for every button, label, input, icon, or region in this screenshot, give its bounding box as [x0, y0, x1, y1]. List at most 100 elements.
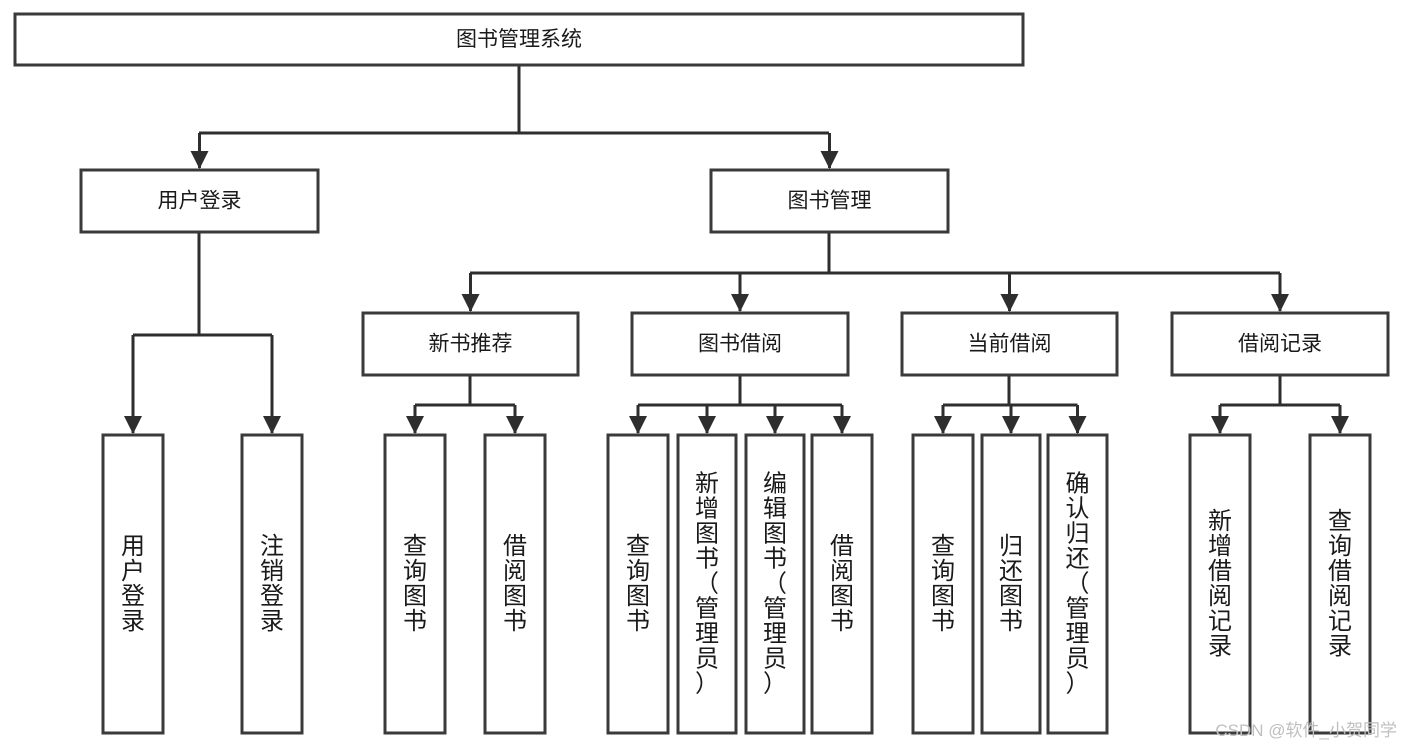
- arrow-head-icon: [1271, 294, 1289, 312]
- node-leaf-0[interactable]: 用户登录用户登录: [101, 433, 165, 735]
- node-l2-0[interactable]: 用户登录: [79, 168, 320, 234]
- node-label: 图书借阅: [698, 333, 782, 356]
- node-box: [980, 433, 1042, 735]
- node-box: [13, 12, 1025, 67]
- node-leaf-4[interactable]: 查询图书查询图书: [606, 433, 670, 735]
- node-box: [900, 311, 1119, 377]
- node-l3-0[interactable]: 新书推荐: [361, 311, 580, 377]
- node-label-char: 还: [1066, 546, 1090, 573]
- node-label-char: 登: [260, 583, 284, 610]
- node-label-char: 用: [121, 533, 145, 560]
- node-label-char: 借: [503, 533, 527, 560]
- node-label-char: 查: [626, 533, 650, 560]
- node-l3-1[interactable]: 图书借阅: [630, 311, 850, 377]
- node-label-char: 录: [1208, 633, 1232, 660]
- node-label-char: 记: [1208, 608, 1232, 635]
- node-label-char: 录: [1328, 633, 1352, 660]
- node-label-char: 图: [695, 521, 719, 548]
- node-label-char: 认: [1066, 496, 1090, 523]
- arrow-head-icon: [263, 416, 281, 434]
- node-leaf-7[interactable]: 借阅图书借阅图书: [810, 433, 874, 735]
- watermark-label: CSDN @软件_小贺同学: [1215, 721, 1397, 740]
- connector-layer: [124, 65, 1349, 434]
- node-label-char: 户: [121, 558, 145, 585]
- node-label-char: 阅: [503, 558, 527, 585]
- node-label-char: 书: [830, 608, 854, 635]
- node-label-char: 图: [830, 583, 854, 610]
- node-box: [911, 433, 975, 735]
- arrow-head-icon: [506, 416, 524, 434]
- arrow-head-icon: [1000, 294, 1019, 312]
- node-box: [383, 433, 447, 735]
- node-label: 当前借阅: [968, 333, 1052, 356]
- node-label-char: 借: [830, 533, 854, 560]
- arrow-head-icon: [629, 416, 647, 434]
- node-label-char: 管: [1066, 595, 1090, 622]
- node-label: 新书推荐: [429, 333, 513, 356]
- node-label-char: 归: [999, 533, 1023, 560]
- node-box: [101, 433, 165, 735]
- arrow-head-icon: [731, 294, 749, 312]
- node-box: [744, 433, 806, 735]
- node-leaf-12[interactable]: 查询借阅记录查询借阅记录: [1308, 433, 1372, 735]
- node-label-char: 阅: [1208, 583, 1232, 610]
- node-label-char: 员: [1066, 645, 1090, 672]
- node-l3-3[interactable]: 借阅记录: [1170, 311, 1390, 377]
- arrow-head-icon: [124, 416, 142, 434]
- node-label-char: 借: [1328, 558, 1352, 585]
- node-label-char: 询: [1328, 533, 1352, 560]
- node-label-char: 编: [763, 471, 787, 498]
- node-label-char: 新: [1208, 508, 1232, 535]
- node-box: [483, 433, 547, 735]
- node-label-char: 询: [403, 558, 427, 585]
- arrow-head-icon: [1211, 416, 1229, 434]
- node-label-char: 录: [121, 608, 145, 635]
- node-leaf-11[interactable]: 新增借阅记录新增借阅记录: [1188, 433, 1252, 735]
- node-label-char: 书: [403, 608, 427, 635]
- node-leaf-1[interactable]: 注销登录注销登录: [240, 433, 304, 735]
- node-leaf-9[interactable]: 归还图书归还图书: [980, 433, 1042, 735]
- arrow-head-icon: [406, 416, 424, 434]
- node-leaf-3[interactable]: 借阅图书借阅图书: [483, 433, 547, 735]
- node-box: [709, 168, 950, 234]
- node-leaf-8[interactable]: 查询图书查询图书: [911, 433, 975, 735]
- node-label-char: 图: [626, 583, 650, 610]
- arrow-head-icon: [1331, 416, 1349, 434]
- node-root-0[interactable]: 图书管理系统: [13, 12, 1025, 67]
- arrow-head-icon: [934, 416, 952, 434]
- node-label-char: ）: [695, 670, 719, 697]
- node-label-char: 理: [1066, 620, 1090, 647]
- node-box: [810, 433, 874, 735]
- node-label-char: 确: [1066, 471, 1090, 498]
- arrow-head-icon: [698, 416, 716, 434]
- node-label-char: 登: [121, 583, 145, 610]
- node-label-char: 询: [626, 558, 650, 585]
- node-leaf-2[interactable]: 查询图书查询图书: [383, 433, 447, 735]
- node-label-char: 增: [1208, 533, 1232, 560]
- node-label-char: 新: [695, 471, 719, 498]
- node-label-char: 书: [626, 608, 650, 635]
- node-box: [606, 433, 670, 735]
- node-l2-1[interactable]: 图书管理: [709, 168, 950, 234]
- node-box: [1046, 433, 1109, 735]
- node-label-char: 书: [931, 608, 955, 635]
- node-l3-2[interactable]: 当前借阅: [900, 311, 1119, 377]
- node-label-char: 查: [1328, 508, 1352, 535]
- arrow-head-icon: [820, 151, 839, 169]
- node-label-char: （: [695, 571, 719, 598]
- node-label-char: 管: [763, 595, 787, 622]
- node-label-char: 理: [695, 620, 719, 647]
- node-label-char: 图: [999, 583, 1023, 610]
- node-label-char: 询: [931, 558, 955, 585]
- node-box: [1308, 433, 1372, 735]
- arrow-head-icon: [1068, 416, 1087, 434]
- node-box: [1170, 311, 1390, 377]
- node-label-char: 图: [931, 583, 955, 610]
- node-label-char: 阅: [1328, 583, 1352, 610]
- node-label-char: 图: [403, 583, 427, 610]
- node-label-char: 图: [763, 521, 787, 548]
- node-label-char: 书: [503, 608, 527, 635]
